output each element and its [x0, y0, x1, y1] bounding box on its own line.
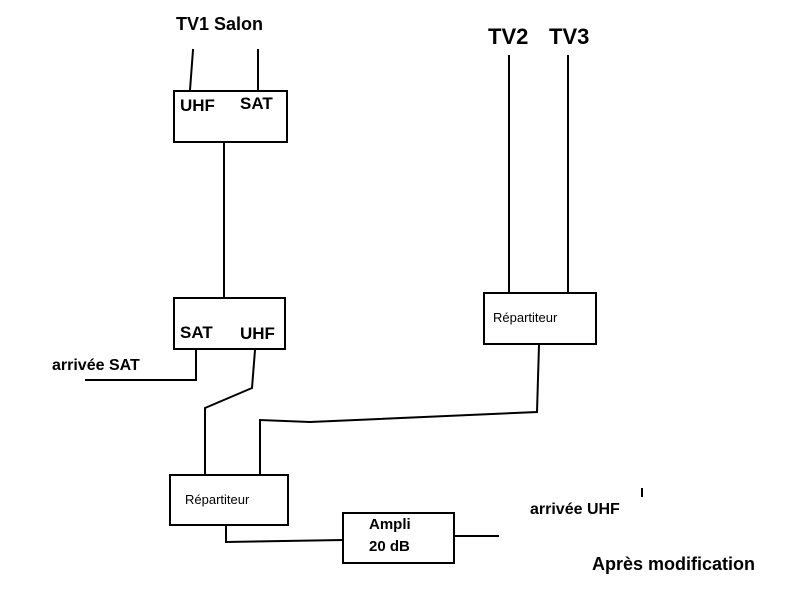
ampli-box: [342, 512, 455, 564]
distribution-cable: [259, 343, 541, 475]
uhf-feed-cable: [204, 348, 257, 475]
tv1-wall-socket-box: [173, 90, 288, 143]
tv1-uhf-cable: [188, 48, 195, 92]
mid-uhf-port-label: UHF: [240, 324, 275, 343]
top-uhf-port-label: UHF: [180, 96, 215, 115]
ampli-output-cable: [225, 525, 344, 544]
repartiteur-right-label: Répartiteur: [493, 310, 558, 325]
repartiteur-right-box: [483, 292, 597, 345]
sat-input-cable: [85, 349, 197, 381]
caption-label: Après modification: [592, 554, 756, 574]
tv3-label: TV3: [549, 24, 590, 49]
ampli-gain-label: 20 dB: [369, 538, 410, 555]
main-wall-socket-box: [173, 297, 286, 350]
top-sat-port-label: SAT: [240, 94, 273, 113]
repartiteur-bottom-label: Répartiteur: [185, 492, 250, 507]
tv1-salon-label: TV1 Salon: [176, 14, 264, 34]
arrivee-uhf-label: arrivée UHF: [530, 501, 620, 518]
tv2-label: TV2: [488, 24, 529, 49]
ampli-label: Ampli: [369, 516, 411, 533]
mid-sat-port-label: SAT: [180, 323, 213, 342]
repartiteur-bottom-box: [169, 474, 289, 526]
arrivee-sat-label: arrivée SAT: [52, 357, 140, 374]
